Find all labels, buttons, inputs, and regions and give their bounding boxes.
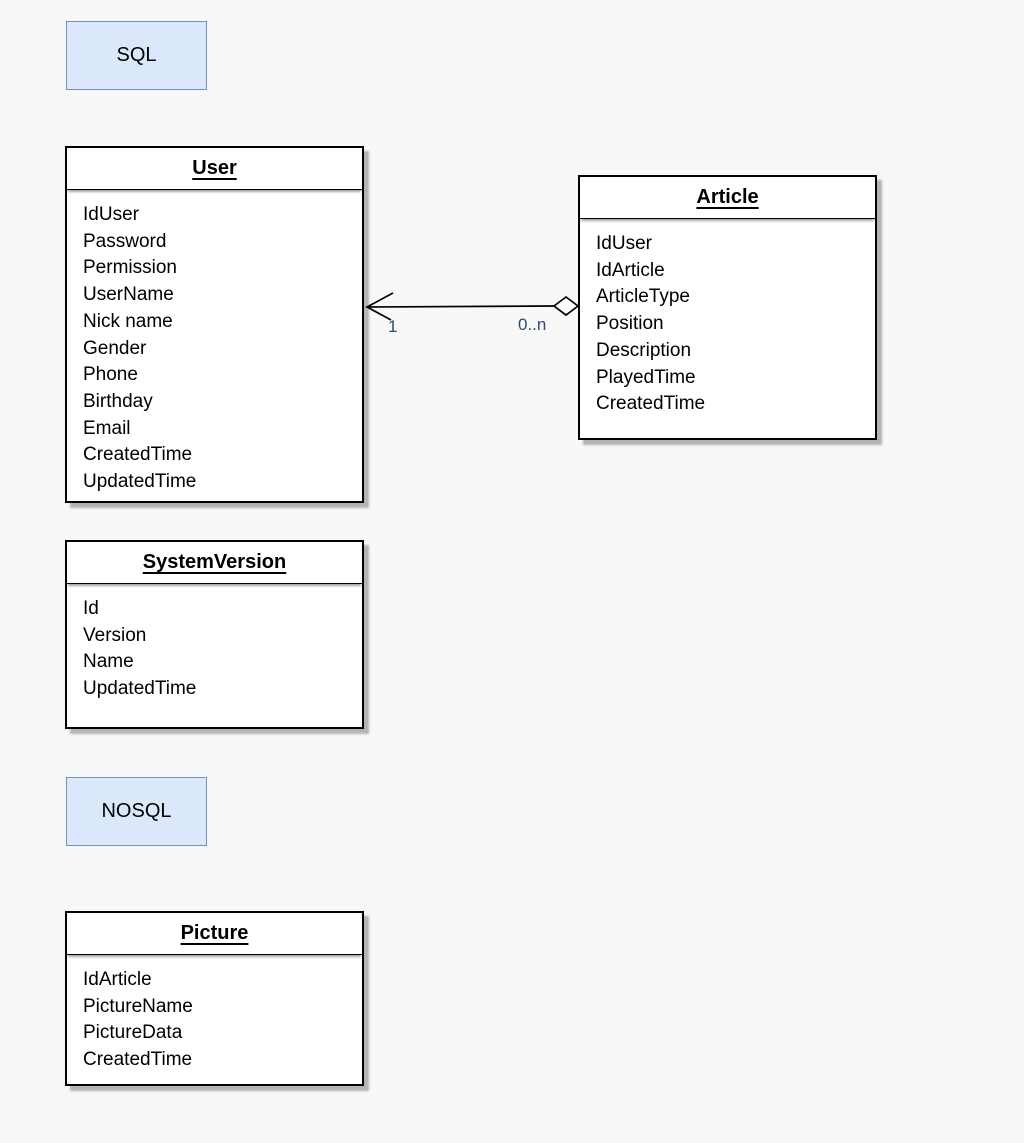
field-password: Password (83, 230, 167, 252)
open-arrow-icon (365, 292, 394, 321)
field-name: Name (83, 651, 134, 673)
field-birthday: Birthday (83, 390, 153, 412)
section-label-sql[interactable]: SQL (66, 21, 207, 90)
entity-article[interactable]: Article IdUser IdArticle ArticleType Pos… (578, 175, 877, 440)
entity-picture-title: Picture (67, 913, 362, 955)
field-updatedtime: UpdatedTime (83, 471, 197, 493)
entity-picture[interactable]: Picture IdArticle PictureName PictureDat… (65, 911, 364, 1086)
field-updatedtime: UpdatedTime (83, 678, 197, 700)
field-username: UserName (83, 284, 174, 306)
multiplicity-target-label: 0..n (518, 315, 547, 334)
section-label-nosql[interactable]: NOSQL (66, 777, 207, 846)
field-playedtime: PlayedTime (596, 366, 696, 388)
entity-systemversion[interactable]: SystemVersion Id Version Name UpdatedTim… (65, 540, 364, 729)
field-position: Position (596, 313, 664, 335)
field-email: Email (83, 417, 131, 439)
field-idarticle: IdArticle (596, 259, 665, 281)
entity-user[interactable]: User IdUser Password Permission UserName… (65, 146, 364, 503)
field-picturedata: PictureData (83, 1022, 183, 1044)
entity-systemversion-title: SystemVersion (67, 542, 362, 584)
field-version: Version (83, 624, 147, 646)
field-idarticle: IdArticle (83, 969, 152, 990)
relationship-line (366, 305, 555, 308)
field-articletype: ArticleType (596, 286, 690, 308)
field-iduser: IdUser (596, 233, 652, 254)
field-permission: Permission (83, 257, 177, 279)
section-label-nosql-text: NOSQL (101, 800, 172, 822)
multiplicity-source-label: 1 (388, 317, 398, 336)
field-createdtime: CreatedTime (596, 393, 706, 415)
field-createdtime: CreatedTime (83, 1049, 193, 1071)
section-label-sql-text: SQL (116, 44, 157, 66)
entity-systemversion-fields: Id Version Name UpdatedTime (67, 584, 362, 703)
field-description: Description (596, 339, 692, 361)
field-id: Id (83, 598, 99, 619)
field-iduser: IdUser (83, 204, 139, 225)
field-phone: Phone (83, 364, 138, 386)
entity-article-fields: IdUser IdArticle ArticleType Position De… (580, 219, 875, 418)
field-createdtime: CreatedTime (83, 444, 193, 466)
entity-user-fields: IdUser Password Permission UserName Nick… (67, 190, 362, 496)
entity-picture-fields: IdArticle PictureName PictureData Create… (67, 955, 362, 1074)
entity-article-title: Article (580, 177, 875, 219)
field-picturename: PictureName (83, 995, 193, 1017)
field-gender: Gender (83, 337, 147, 359)
aggregation-diamond-icon (552, 295, 580, 317)
entity-user-title: User (67, 148, 362, 190)
field-nickname: Nick name (83, 310, 173, 332)
